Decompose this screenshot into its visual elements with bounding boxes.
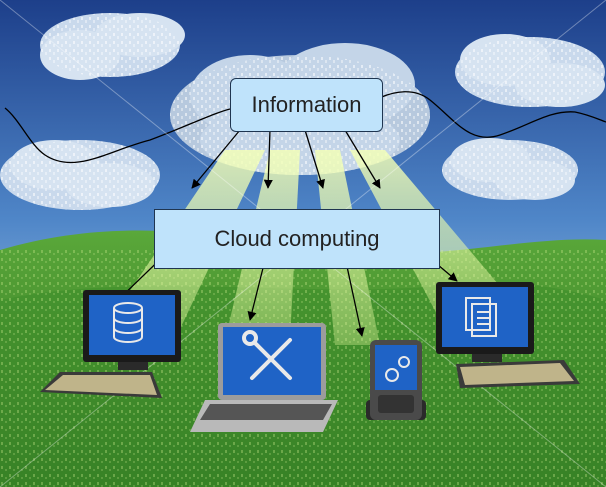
desktop-right	[436, 282, 580, 388]
cloud-top-right	[455, 34, 605, 107]
cloud-top-left	[40, 13, 185, 80]
desktop-left	[40, 290, 181, 398]
documents-icon	[465, 297, 497, 337]
network-line	[4, 91, 606, 164]
database-icon	[113, 302, 143, 343]
arrow-info-4	[344, 129, 381, 189]
arrow-info-1	[191, 129, 241, 189]
laptop	[190, 323, 338, 432]
cloud-left	[0, 140, 160, 210]
information-box: Information	[230, 78, 383, 132]
arrow-info-2	[263, 129, 273, 189]
information-label: Information	[251, 92, 362, 117]
pda-device	[366, 340, 426, 420]
wrench-screwdriver-icon	[242, 330, 292, 380]
cloud-computing-box: Cloud computing	[154, 209, 440, 269]
gears-icon	[385, 356, 410, 382]
cloud-right	[442, 138, 578, 200]
cloud-computing-label: Cloud computing	[214, 226, 380, 251]
arrow-info-3	[304, 129, 325, 189]
